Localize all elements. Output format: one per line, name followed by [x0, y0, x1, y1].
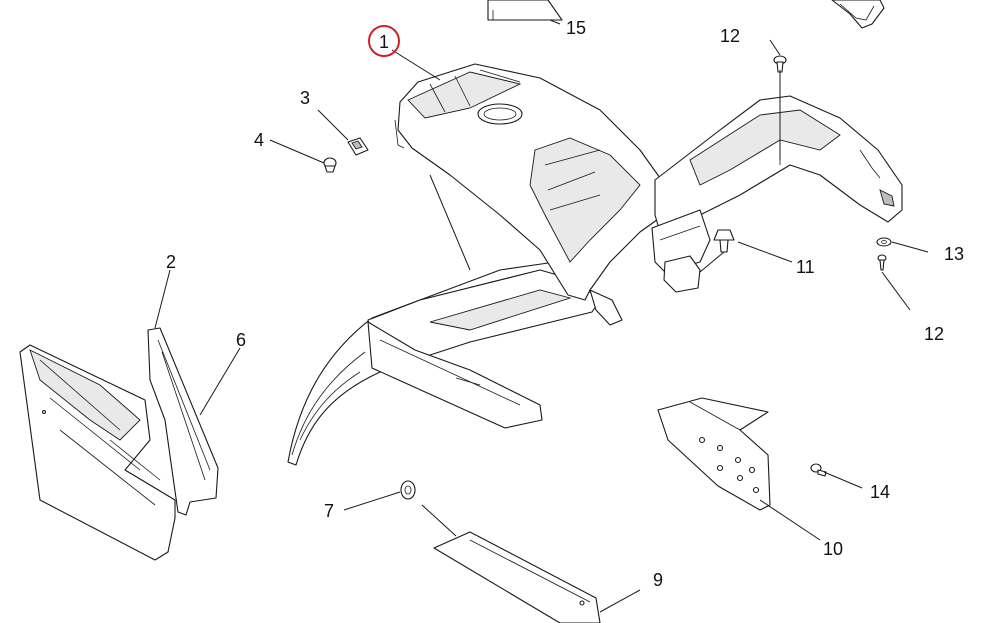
callout-12-top[interactable]: 12: [720, 26, 740, 46]
leader-lines: [154, 19, 929, 613]
callout-7[interactable]: 7: [324, 501, 334, 521]
part-12-screw-top: [773, 55, 787, 73]
callout-4[interactable]: 4: [254, 130, 264, 150]
part-11-rivet: [713, 229, 735, 253]
callout-1[interactable]: 1: [379, 32, 389, 52]
highlight-ring: [368, 25, 400, 57]
part-1-front-fender: [287, 63, 903, 466]
part-2-side-panel: [19, 344, 176, 561]
part-9-strip: [433, 531, 601, 623]
part-4-screw: [323, 157, 337, 173]
callout-2[interactable]: 2: [166, 252, 176, 272]
callout-9[interactable]: 9: [653, 570, 663, 590]
part-6-panel: [147, 327, 219, 516]
callout-11[interactable]: 11: [796, 257, 815, 277]
part-10-plate: [657, 397, 771, 511]
part-7-clip: [400, 480, 416, 500]
part-14-screw: [810, 463, 827, 477]
callout-3[interactable]: 3: [300, 88, 310, 108]
corner-part-fragment: [831, 0, 885, 29]
part-15-fragment: [487, 0, 563, 21]
part-13-washer: [876, 237, 892, 247]
part-3-clip: [347, 137, 369, 156]
part-12-screw-right: [877, 254, 887, 271]
callout-13[interactable]: 13: [944, 244, 964, 264]
callout-12-right[interactable]: 12: [924, 324, 944, 344]
callout-14[interactable]: 14: [870, 482, 890, 502]
callout-15[interactable]: 15: [566, 18, 586, 38]
callout-6[interactable]: 6: [236, 330, 246, 350]
callout-10[interactable]: 10: [823, 539, 843, 559]
